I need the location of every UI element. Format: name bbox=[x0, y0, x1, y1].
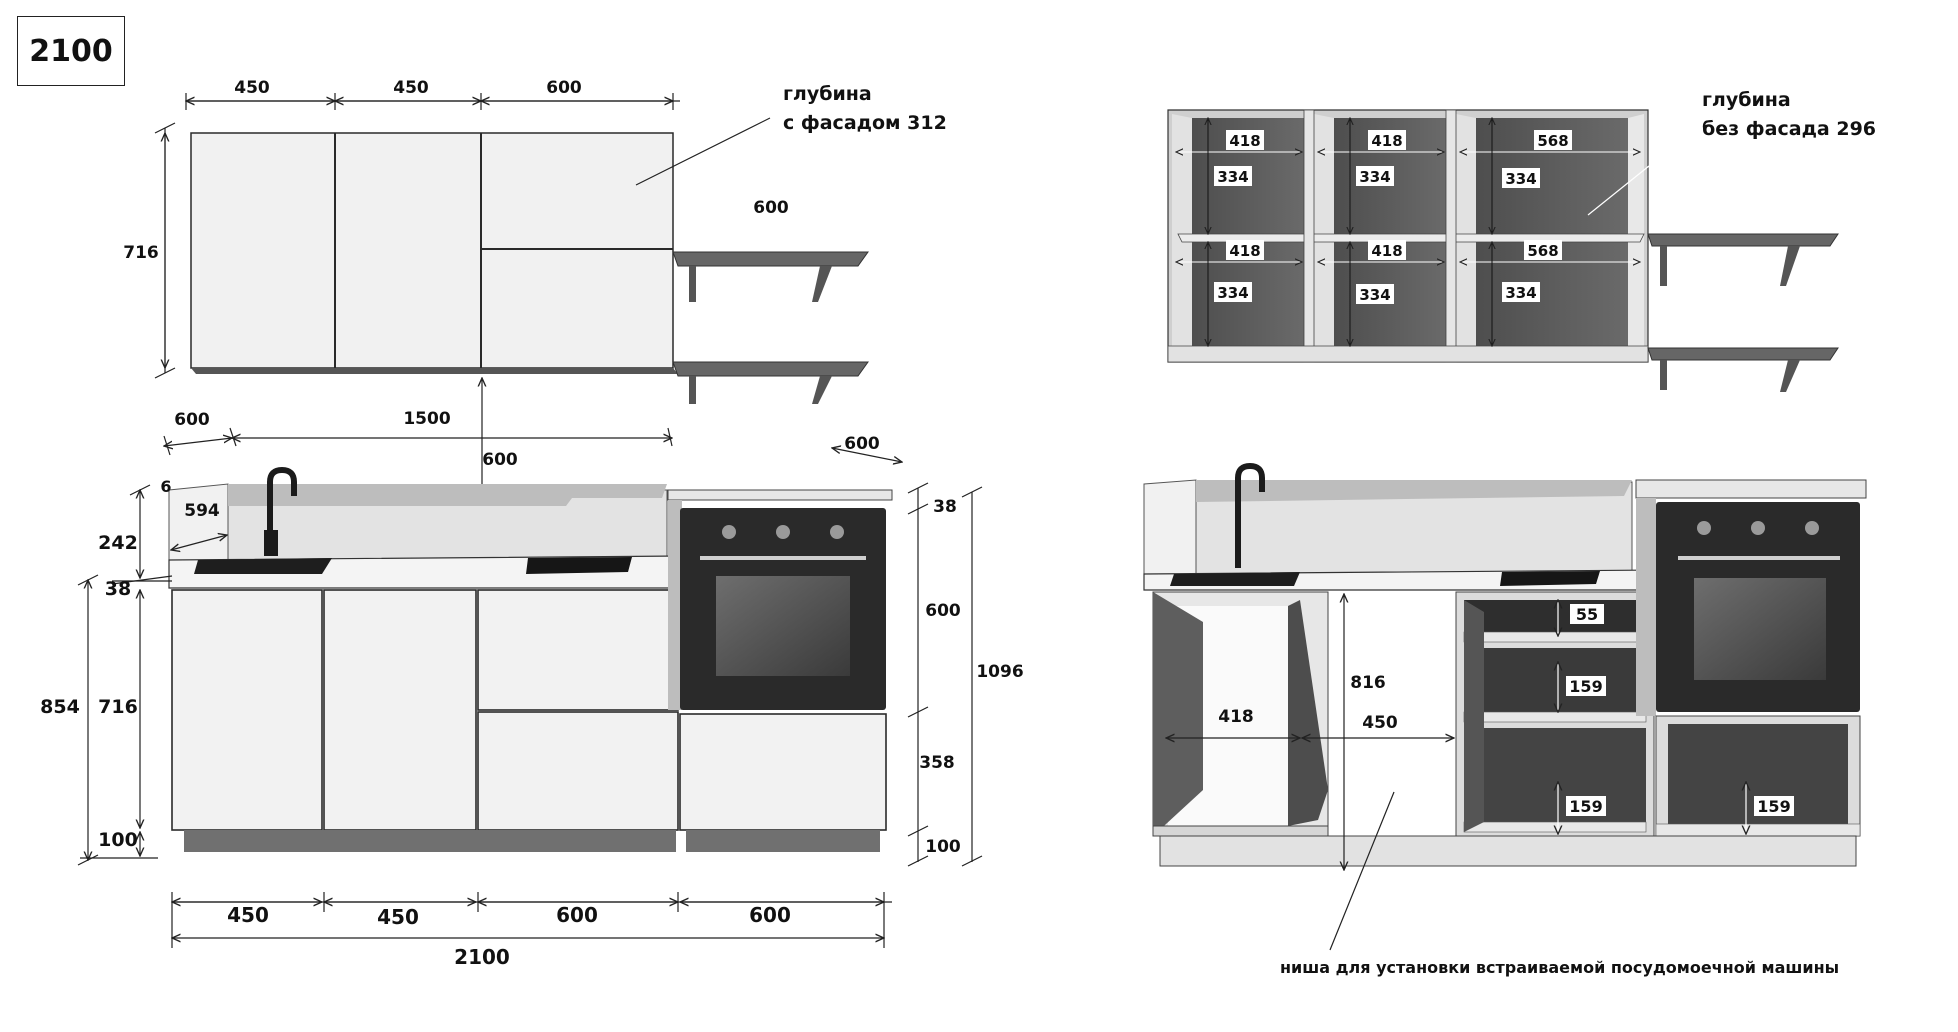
upper-depth-note-line2: с фасадом 312 bbox=[783, 112, 947, 134]
oven-drawer-height: 159 bbox=[1757, 797, 1790, 816]
cell-3-height: 334 bbox=[1505, 170, 1536, 188]
backsplash-depth: 594 bbox=[184, 501, 220, 521]
tall-plinth: 100 bbox=[925, 837, 961, 857]
niche-width: 450 bbox=[1362, 713, 1398, 733]
upper-width-3: 600 bbox=[546, 78, 582, 98]
countertop-thickness: 38 bbox=[105, 578, 131, 600]
niche-note: ниша для установки встраиваемой посудомо… bbox=[1280, 958, 1839, 977]
lower-open-labels-bg bbox=[1566, 604, 1794, 816]
base-width-4: 600 bbox=[749, 903, 791, 927]
cell-6-height: 334 bbox=[1505, 284, 1536, 302]
sink-cabinet-width: 418 bbox=[1218, 707, 1254, 727]
drawer-2-height: 159 bbox=[1569, 677, 1602, 696]
backsplash-height: 242 bbox=[98, 532, 138, 554]
cell-2-width: 418 bbox=[1371, 132, 1402, 150]
upper-open-labels bbox=[1214, 130, 1572, 304]
lower-cabinets-front bbox=[168, 466, 893, 852]
base-width-2: 450 bbox=[377, 905, 419, 929]
base-width-3: 600 bbox=[556, 903, 598, 927]
cell-2-height: 334 bbox=[1359, 168, 1390, 186]
total-base-height: 854 bbox=[40, 696, 80, 718]
span-1500: 1500 bbox=[403, 409, 450, 429]
cell-4-width: 418 bbox=[1229, 242, 1260, 260]
upper-width-2: 450 bbox=[393, 78, 429, 98]
cell-5-width: 418 bbox=[1371, 242, 1402, 260]
upper-shelf-width: 600 bbox=[753, 198, 789, 218]
drawer-1-height: 55 bbox=[1576, 605, 1598, 624]
upper-open-dimensions bbox=[1176, 118, 1640, 346]
upper-shelf-bottom bbox=[672, 361, 869, 404]
tall-top: 38 bbox=[933, 497, 957, 517]
size-title: 2100 bbox=[17, 16, 125, 86]
upper-width-1: 450 bbox=[234, 78, 270, 98]
backsplash-thickness: 6 bbox=[160, 477, 171, 496]
upper-cabinets-front bbox=[190, 117, 869, 404]
drawer-3-height: 159 bbox=[1569, 797, 1602, 816]
cell-5-height: 334 bbox=[1359, 286, 1390, 304]
tall-depth: 600 bbox=[844, 434, 880, 454]
cell-1-width: 418 bbox=[1229, 132, 1260, 150]
open-depth-note-line2: без фасада 296 bbox=[1702, 118, 1876, 140]
niche-height: 816 bbox=[1350, 673, 1386, 693]
left-offset: 600 bbox=[174, 410, 210, 430]
oven-height: 600 bbox=[925, 601, 961, 621]
base-width-1: 450 bbox=[227, 903, 269, 927]
cell-1-height: 334 bbox=[1217, 168, 1248, 186]
upper-front-dimensions bbox=[154, 93, 680, 555]
plinth-height: 100 bbox=[98, 829, 138, 851]
cell-4-height: 334 bbox=[1217, 284, 1248, 302]
upper-depth-note-line1: глубина bbox=[783, 83, 872, 105]
upper-shelf-top bbox=[672, 251, 869, 302]
total-width: 2100 bbox=[454, 945, 510, 969]
lower-open-dimensions bbox=[1166, 594, 1746, 951]
gap-height: 600 bbox=[482, 450, 518, 470]
open-depth-note-line1: глубина bbox=[1702, 89, 1791, 111]
drawer-height: 358 bbox=[919, 753, 955, 773]
tall-total: 1096 bbox=[976, 662, 1023, 682]
cell-6-width: 568 bbox=[1527, 242, 1558, 260]
upper-height: 716 bbox=[123, 243, 159, 263]
facade-height: 716 bbox=[98, 696, 138, 718]
lower-front-dimensions bbox=[77, 448, 983, 948]
cell-3-width: 568 bbox=[1537, 132, 1568, 150]
